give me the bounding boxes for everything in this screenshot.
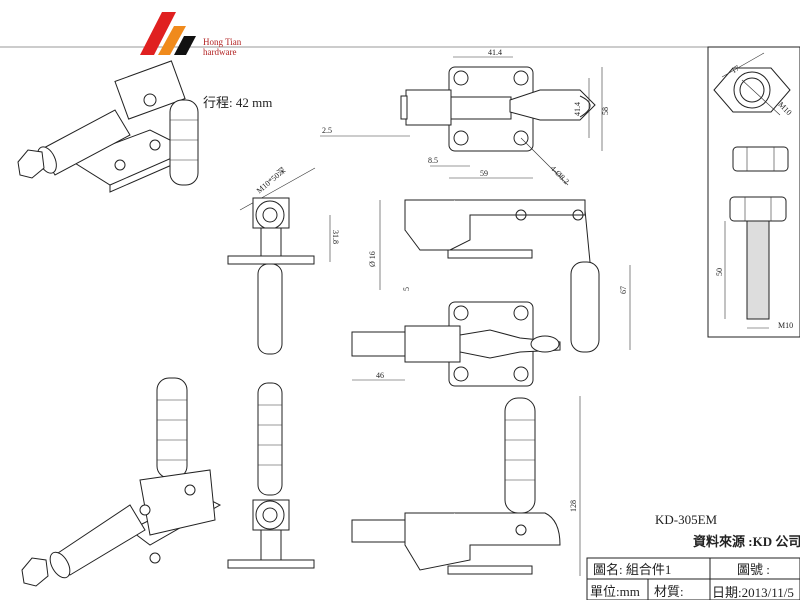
dim-total-height: 128	[569, 500, 578, 512]
bolt-and-nut: 17 M10 50 M10	[713, 52, 794, 330]
dim-plunger-extend: 46	[376, 371, 384, 380]
dim-handle-height: 67	[619, 286, 628, 294]
front-view	[227, 382, 315, 569]
dim-top-height: 58	[601, 107, 610, 115]
logo-line1: Hong Tian	[203, 37, 242, 47]
logo-line2: hardware	[203, 47, 236, 57]
dim-hole-edge: 8.5	[428, 156, 438, 165]
dim-thread: M10*50深	[255, 166, 288, 195]
dim-base-width: 59	[480, 169, 488, 178]
dim-holes: 4-Ø8.2	[549, 164, 571, 186]
title-block: KD-305EM 資料來源 :KD 公司 圖名: 組合件1 圖號 : 單位:mm…	[586, 512, 800, 600]
dim-nut-width: 17	[730, 63, 741, 75]
material: 材質:	[654, 584, 684, 599]
dim-hole-spacing: 41.4	[573, 102, 582, 116]
dim-bolt-length: 50	[715, 268, 724, 276]
top-view-extended: 46	[351, 301, 561, 387]
drawing-name: 圖名: 組合件1	[593, 562, 671, 577]
unit: 單位:mm	[590, 584, 640, 599]
stroke-label: 行程: 42 mm	[203, 95, 272, 110]
drawing-number: 圖號 :	[737, 562, 770, 577]
dim-plunger-dia: Ø 16	[368, 251, 377, 267]
model-number: KD-305EM	[655, 512, 718, 527]
isometric-view-retracted	[17, 60, 199, 193]
side-view: Ø 16 5 67	[368, 199, 631, 353]
company-logo: Hong Tian hardware	[140, 12, 242, 57]
dim-bolt-thread: M10	[778, 321, 793, 330]
date: 日期:2013/11/5	[712, 585, 794, 600]
source-label: 資料來源 :KD 公司	[693, 534, 800, 549]
dim-center-height: 31.8	[331, 230, 340, 244]
side-view-extended: 128	[351, 396, 581, 576]
dim-plunger-offset: 2.5	[322, 126, 332, 135]
isometric-view-extended	[21, 377, 222, 587]
fastener-panel	[707, 46, 800, 338]
end-view: M10*50深 31.8	[227, 166, 340, 355]
dim-nut-thread: M10	[776, 100, 793, 117]
dim-base-thickness: 5	[402, 287, 411, 291]
dim-top-width: 41.4	[488, 48, 502, 57]
top-view: 41.4 41.4 58 2.5 8.5 59 4-Ø8.2	[320, 48, 610, 186]
